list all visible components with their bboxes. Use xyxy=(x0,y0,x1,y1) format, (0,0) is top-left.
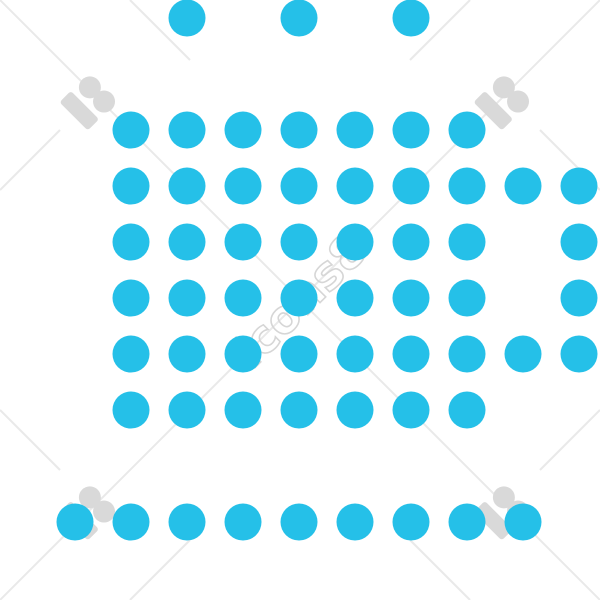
mug-body-dot xyxy=(224,335,262,373)
mug-body-dot xyxy=(112,167,150,205)
mug-handle-dot xyxy=(560,335,598,373)
mug-body-dot xyxy=(224,167,262,205)
mug-body-dot xyxy=(392,223,430,261)
mug-handle-dot xyxy=(560,167,598,205)
mug-body-dot xyxy=(224,279,262,317)
mug-body-dot xyxy=(112,223,150,261)
steam-dot xyxy=(168,0,206,37)
saucer-dot xyxy=(168,503,206,541)
mug-body-dot xyxy=(336,111,374,149)
mug-body-dot xyxy=(448,391,486,429)
saucer-dot xyxy=(504,503,542,541)
mug-body-dot xyxy=(336,167,374,205)
mug-body-dot xyxy=(392,111,430,149)
mug-body-dot xyxy=(112,111,150,149)
mug-body-dot xyxy=(392,167,430,205)
saucer-dot xyxy=(112,503,150,541)
mug-body-dot xyxy=(168,111,206,149)
mug-body-dot xyxy=(392,335,430,373)
mug-body-dot xyxy=(392,391,430,429)
mug-body-dot xyxy=(336,391,374,429)
saucer-dot xyxy=(224,503,262,541)
mug-body-dot xyxy=(336,223,374,261)
mug-body-dot xyxy=(168,223,206,261)
saucer-dot xyxy=(392,503,430,541)
mug-body-dot xyxy=(280,167,318,205)
mug-handle-dot xyxy=(504,167,542,205)
mug-body-dot xyxy=(168,167,206,205)
steam-dot xyxy=(280,0,318,37)
mug-body-dot xyxy=(448,279,486,317)
mug-body-dot xyxy=(280,279,318,317)
saucer-dot xyxy=(280,503,318,541)
steam-dot xyxy=(392,0,430,37)
mug-handle-dot xyxy=(560,279,598,317)
mug-handle-dot xyxy=(560,223,598,261)
mug-body-dot xyxy=(112,391,150,429)
mug-body-dot xyxy=(448,335,486,373)
saucer-dot xyxy=(56,503,94,541)
mug-body-dot xyxy=(280,111,318,149)
mug-handle-dot xyxy=(504,335,542,373)
mug-body-dot xyxy=(280,223,318,261)
mug-body-dot xyxy=(280,335,318,373)
mug-body-dot xyxy=(280,391,318,429)
mug-body-dot xyxy=(168,279,206,317)
mug-body-dot xyxy=(168,335,206,373)
mug-body-dot xyxy=(448,223,486,261)
mug-body-dot xyxy=(168,391,206,429)
mug-body-dot xyxy=(112,279,150,317)
mug-body-dot xyxy=(224,111,262,149)
mug-body-dot xyxy=(392,279,430,317)
mug-body-dot xyxy=(448,111,486,149)
mug-body-dot xyxy=(112,335,150,373)
mug-body-dot xyxy=(224,391,262,429)
mug-body-dot xyxy=(336,279,374,317)
mug-body-dot xyxy=(336,335,374,373)
saucer-dot xyxy=(448,503,486,541)
mug-body-dot xyxy=(224,223,262,261)
saucer-dot xyxy=(336,503,374,541)
mug-body-dot xyxy=(448,167,486,205)
